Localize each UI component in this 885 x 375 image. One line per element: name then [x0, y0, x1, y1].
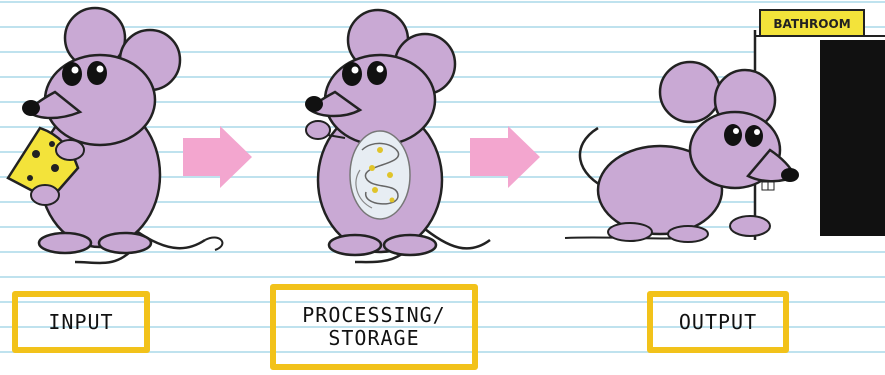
- mouse-to-bathroom-icon: [564, 60, 799, 243]
- mouse-eating-cheese-icon: [6, 6, 224, 265]
- right-arrow-icon: [183, 126, 252, 188]
- input-label: INPUT: [48, 309, 114, 334]
- output-label: OUTPUT: [678, 309, 758, 334]
- input-label-box: INPUT: [12, 291, 150, 353]
- processing-storage-label: PROCESSING/ STORAGE: [302, 303, 446, 350]
- bathroom-sign-text: BATHROOM: [773, 17, 850, 31]
- processing-storage-label-box: PROCESSING/ STORAGE: [270, 284, 478, 370]
- output-label-box: OUTPUT: [647, 291, 789, 353]
- bathroom-sign: BATHROOM: [759, 9, 865, 37]
- mouse-digesting-icon: [305, 8, 491, 264]
- right-arrow-icon: [470, 126, 540, 188]
